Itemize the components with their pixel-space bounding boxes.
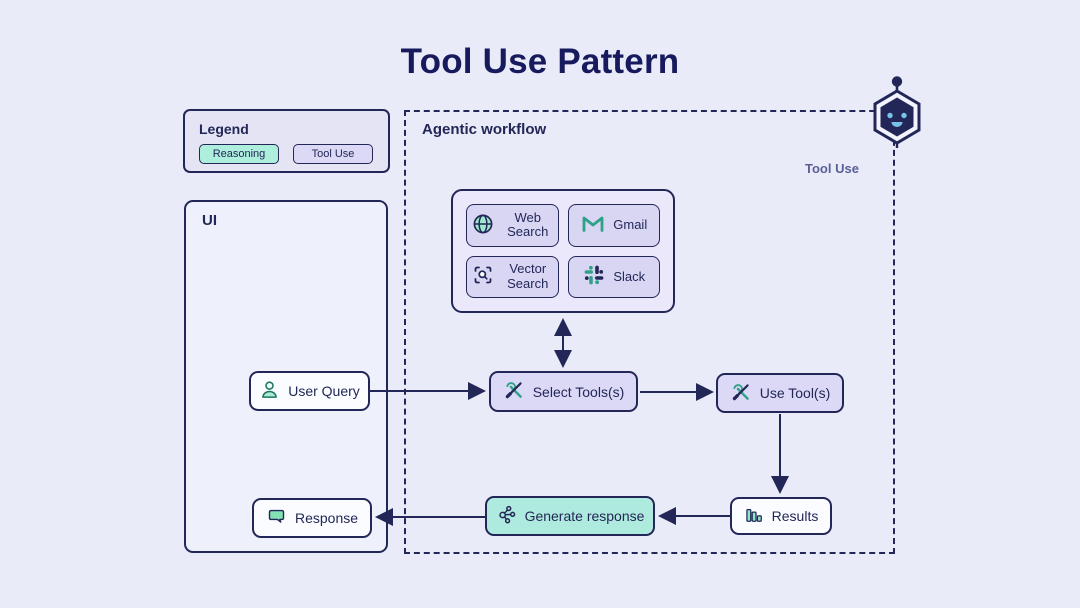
crossed-tools-icon (503, 379, 525, 404)
tool-chip-gmail: Gmail (567, 204, 660, 247)
legend-chip-reasoning: Reasoning (199, 144, 279, 164)
tool-use-side-label: Tool Use (805, 161, 859, 176)
node-response: Response (252, 498, 372, 538)
robot-icon (867, 74, 927, 159)
node-select-tools: Select Tools(s) (489, 371, 638, 412)
legend-box: Legend Reasoning Tool Use (183, 109, 390, 173)
globe-icon (471, 212, 495, 239)
tool-label: Web Search (507, 209, 549, 240)
speech-bubble-icon (266, 506, 287, 530)
tool-chip-vector-search: Vector Search (466, 255, 559, 298)
crossed-tools-icon (730, 381, 752, 406)
node-label: Response (294, 510, 359, 526)
gmail-icon (580, 212, 606, 239)
agentic-workflow-title: Agentic workflow (422, 121, 547, 138)
tool-chip-slack: Slack (567, 255, 660, 298)
bar-chart-icon (744, 505, 764, 528)
molecule-icon (496, 504, 517, 528)
legend-chip-tool-use: Tool Use (293, 144, 373, 164)
node-results: Results (730, 497, 832, 535)
node-label: Results (771, 508, 819, 524)
legend-chips: Reasoning Tool Use (199, 144, 374, 164)
node-label: Generate response (524, 508, 645, 524)
node-label: User Query (288, 383, 360, 399)
user-icon (259, 379, 280, 403)
vector-search-icon (471, 263, 495, 290)
node-generate-response: Generate response (485, 496, 655, 536)
tool-label: Vector Search (507, 261, 549, 291)
slack-icon (582, 263, 606, 290)
node-label: Select Tools(s) (532, 383, 625, 400)
tool-label: Gmail (613, 217, 648, 233)
legend-title: Legend (199, 121, 249, 137)
tool-chip-web-search: Web Search (466, 204, 559, 247)
node-user-query: User Query (249, 371, 370, 411)
agentic-workflow-container: Agentic workflow (404, 110, 895, 554)
tool-label: Slack (613, 268, 646, 284)
ui-panel-title: UI (202, 212, 217, 229)
page-title: Tool Use Pattern (400, 42, 680, 81)
tools-box: Web Search Gmail Vector Search (451, 189, 675, 313)
node-use-tools: Use Tool(s) (716, 373, 844, 413)
node-label: Use Tool(s) (759, 385, 831, 401)
